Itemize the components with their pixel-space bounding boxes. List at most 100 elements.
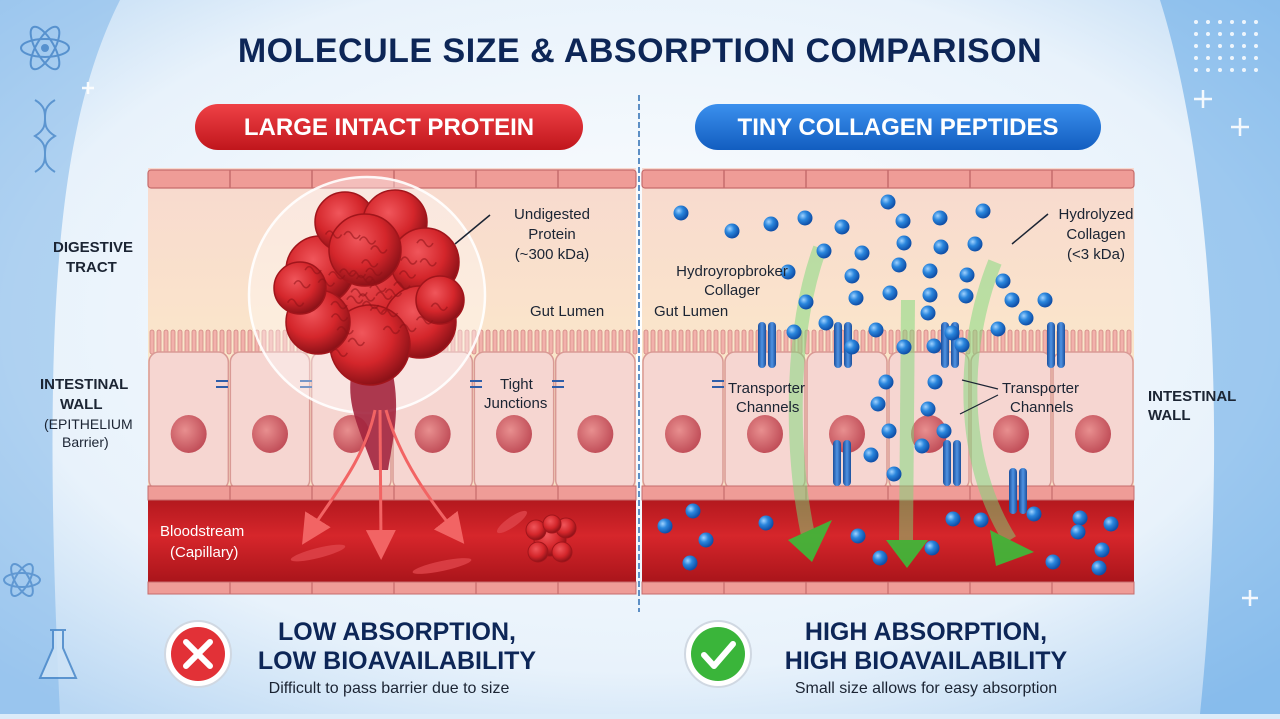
peptide-particle (954, 337, 970, 353)
svg-text:INTESTINAL: INTESTINAL (40, 376, 128, 393)
peptide-particle (758, 515, 774, 531)
svg-text:(~300 kDa): (~300 kDa) (515, 246, 590, 263)
protein-fold (358, 236, 377, 245)
transporter-channel (1019, 468, 1027, 514)
protein-fold (375, 291, 393, 300)
atom-icon (3, 563, 41, 597)
transporter-channel (1047, 322, 1055, 368)
microvillus (692, 329, 698, 355)
left-gut-lumen-label: Gut Lumen (530, 303, 604, 320)
protein-label: Undigested Protein (~300 kDa) (454, 206, 590, 263)
peptide-particle (818, 315, 834, 331)
protein-fold (382, 325, 401, 335)
microvillus (520, 329, 526, 355)
right-pill-label: TINY COLLAGEN PEPTIDES (738, 114, 1059, 141)
microvillus (1014, 329, 1020, 355)
microvillus (748, 329, 754, 355)
right-pill: TINY COLLAGEN PEPTIDES (695, 104, 1101, 150)
svg-text:WALL: WALL (60, 396, 103, 413)
transporter-channel (953, 440, 961, 486)
microvillus (177, 329, 183, 355)
microvillus (632, 329, 638, 355)
tight-junction-label: Tight Junctions (484, 376, 547, 412)
left-wave-decoration (0, 0, 120, 714)
microvillus (706, 329, 712, 355)
digestive-tract-label: DIGESTIVE TRACT (53, 239, 133, 276)
microvillus (212, 329, 218, 355)
microvillus (986, 329, 992, 355)
microvillus (492, 329, 498, 355)
grid-dot (1194, 44, 1198, 48)
protein-fold (317, 278, 336, 287)
peptide-particle (920, 305, 936, 321)
absorption-arrows (788, 245, 1034, 568)
protein-fold (324, 230, 343, 239)
protein-fold (328, 270, 346, 280)
right-wave-decoration (1160, 0, 1280, 714)
svg-text:INTESTINAL: INTESTINAL (1148, 388, 1236, 405)
transporter-channel (943, 440, 951, 486)
cell-nucleus (414, 415, 451, 453)
left-pill: LARGE INTACT PROTEIN (195, 104, 583, 150)
peptide-particle (895, 213, 911, 229)
peptide-particle (863, 447, 879, 463)
microvillus (1105, 329, 1111, 355)
transporter-channel (1057, 322, 1065, 368)
intestinal-wall-left-label: INTESTINAL WALL (EPITHELIUM Barrier) (40, 376, 133, 450)
svg-text:HIGH BIOAVAILABILITY: HIGH BIOAVAILABILITY (785, 647, 1068, 675)
microvillus (149, 329, 155, 355)
peptide-particle (834, 219, 850, 235)
large-protein-molecule (273, 189, 465, 470)
peptide-particle (854, 245, 870, 261)
small-protein-lobe (527, 541, 549, 563)
microvillus (1021, 329, 1027, 355)
microvillus (499, 329, 505, 355)
microvillus (191, 329, 197, 355)
microvillus (741, 329, 747, 355)
peptide-particle (1091, 560, 1107, 576)
microvillus (1126, 329, 1132, 355)
protein-fold (384, 288, 403, 298)
microvillus (513, 329, 519, 355)
check-mark-icon (684, 620, 752, 688)
grid-dot (1218, 56, 1222, 60)
peptide-particle (763, 216, 779, 232)
protein-fold (343, 230, 361, 240)
svg-text:Transporter: Transporter (728, 380, 805, 397)
protein-fold (365, 275, 383, 285)
transporter-channel (834, 322, 842, 368)
peptide-particle (924, 540, 940, 556)
microvillus (534, 329, 540, 355)
cell-nucleus (993, 415, 1029, 453)
peptide-particle (1004, 292, 1020, 308)
protein-fold (369, 283, 387, 293)
microvillus (184, 329, 190, 355)
transporter-channel (768, 322, 776, 368)
peptide-particle (797, 210, 813, 226)
protein-fold (400, 256, 418, 265)
microvillus (156, 329, 162, 355)
microvillus (811, 329, 817, 355)
microvillus (1070, 329, 1076, 355)
microvillus (233, 329, 239, 355)
peptide-particle (933, 239, 949, 255)
peptide-particle (922, 287, 938, 303)
protein-fold (393, 281, 411, 290)
peptide-particle (816, 243, 832, 259)
microvillus (671, 329, 677, 355)
peptide-particle (891, 257, 907, 273)
grid-dot (1242, 56, 1246, 60)
peptide-particle (896, 235, 912, 251)
peptide-particle (896, 339, 912, 355)
cell-nucleus (747, 415, 783, 453)
svg-text:(Capillary): (Capillary) (170, 544, 238, 561)
page-title: MOLECULE SIZE & ABSORPTION COMPARISON (238, 32, 1042, 70)
peptide-particle (973, 512, 989, 528)
microvillus (1084, 329, 1090, 355)
transporter-channel (843, 440, 851, 486)
peptide-particle (685, 503, 701, 519)
protein-fold (399, 323, 417, 333)
microvillus (1091, 329, 1097, 355)
protein-fold (415, 316, 434, 325)
svg-text:Hydrolyzed: Hydrolyzed (1058, 206, 1133, 223)
